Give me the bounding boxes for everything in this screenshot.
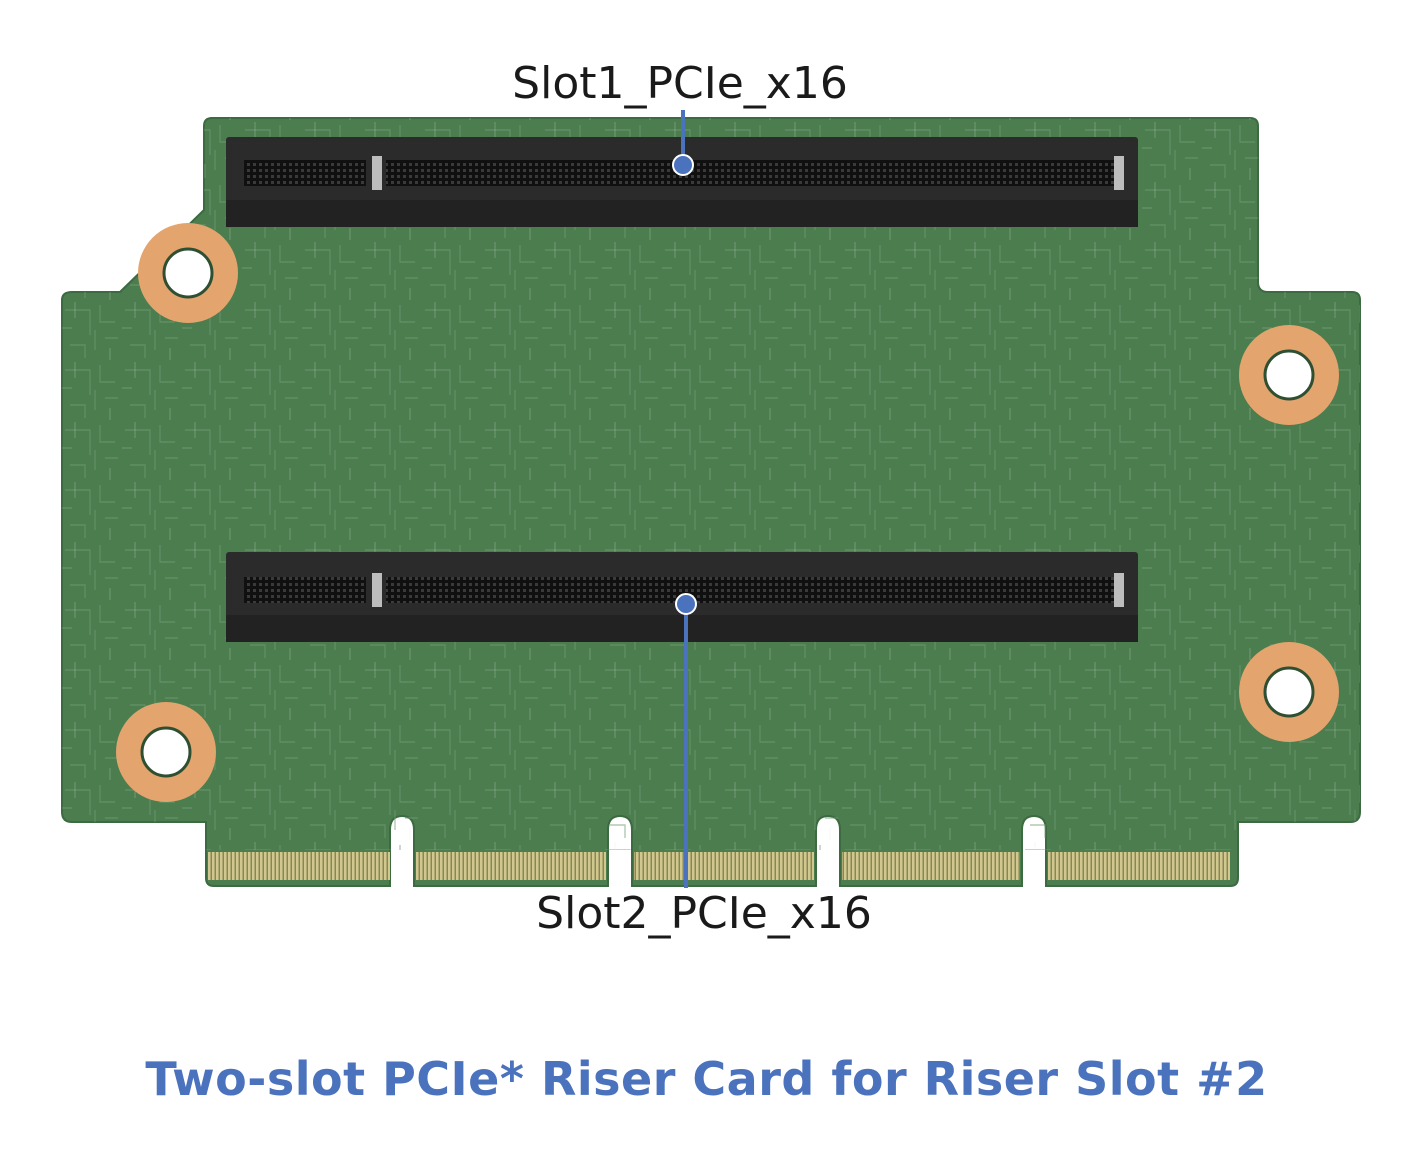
- pcie-slot-1: [226, 137, 1138, 227]
- figure-caption: Two-slot PCIe* Riser Card for Riser Slot…: [145, 1052, 1268, 1106]
- pcie-slot-2: [226, 552, 1138, 642]
- slot1-label: Slot1_PCIe_x16: [512, 58, 848, 109]
- mounting-hole-icon: [1239, 642, 1339, 742]
- mounting-hole-icon: [138, 223, 238, 323]
- mounting-hole-icon: [1239, 325, 1339, 425]
- callout-dot-icon: [675, 593, 697, 615]
- gold-edge-fingers: [208, 852, 1230, 880]
- mounting-hole-icon: [116, 702, 216, 802]
- callout-dot-icon: [672, 154, 694, 176]
- slot2-label: Slot2_PCIe_x16: [536, 888, 872, 939]
